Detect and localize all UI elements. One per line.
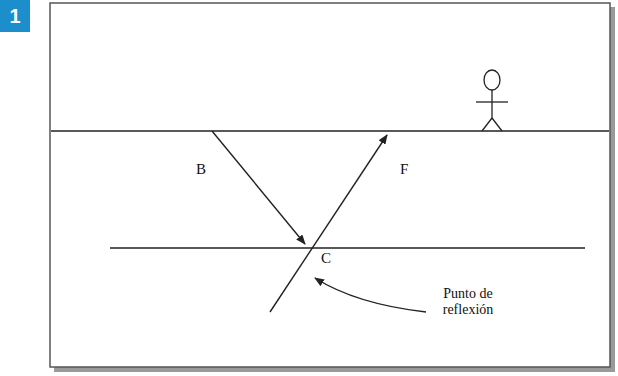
ground-surface (51, 130, 609, 132)
incident-ray (212, 131, 305, 244)
annotation-note: Punto de reflexión (428, 286, 508, 318)
ray-label: F (400, 161, 408, 178)
reflector-layer (110, 247, 585, 248)
point-label: C (321, 250, 331, 267)
frame (50, 3, 610, 367)
ray-label: B (196, 161, 206, 178)
pointer-arrow (315, 278, 426, 312)
figure-number: 1 (0, 0, 30, 32)
observer-figure (476, 70, 508, 131)
